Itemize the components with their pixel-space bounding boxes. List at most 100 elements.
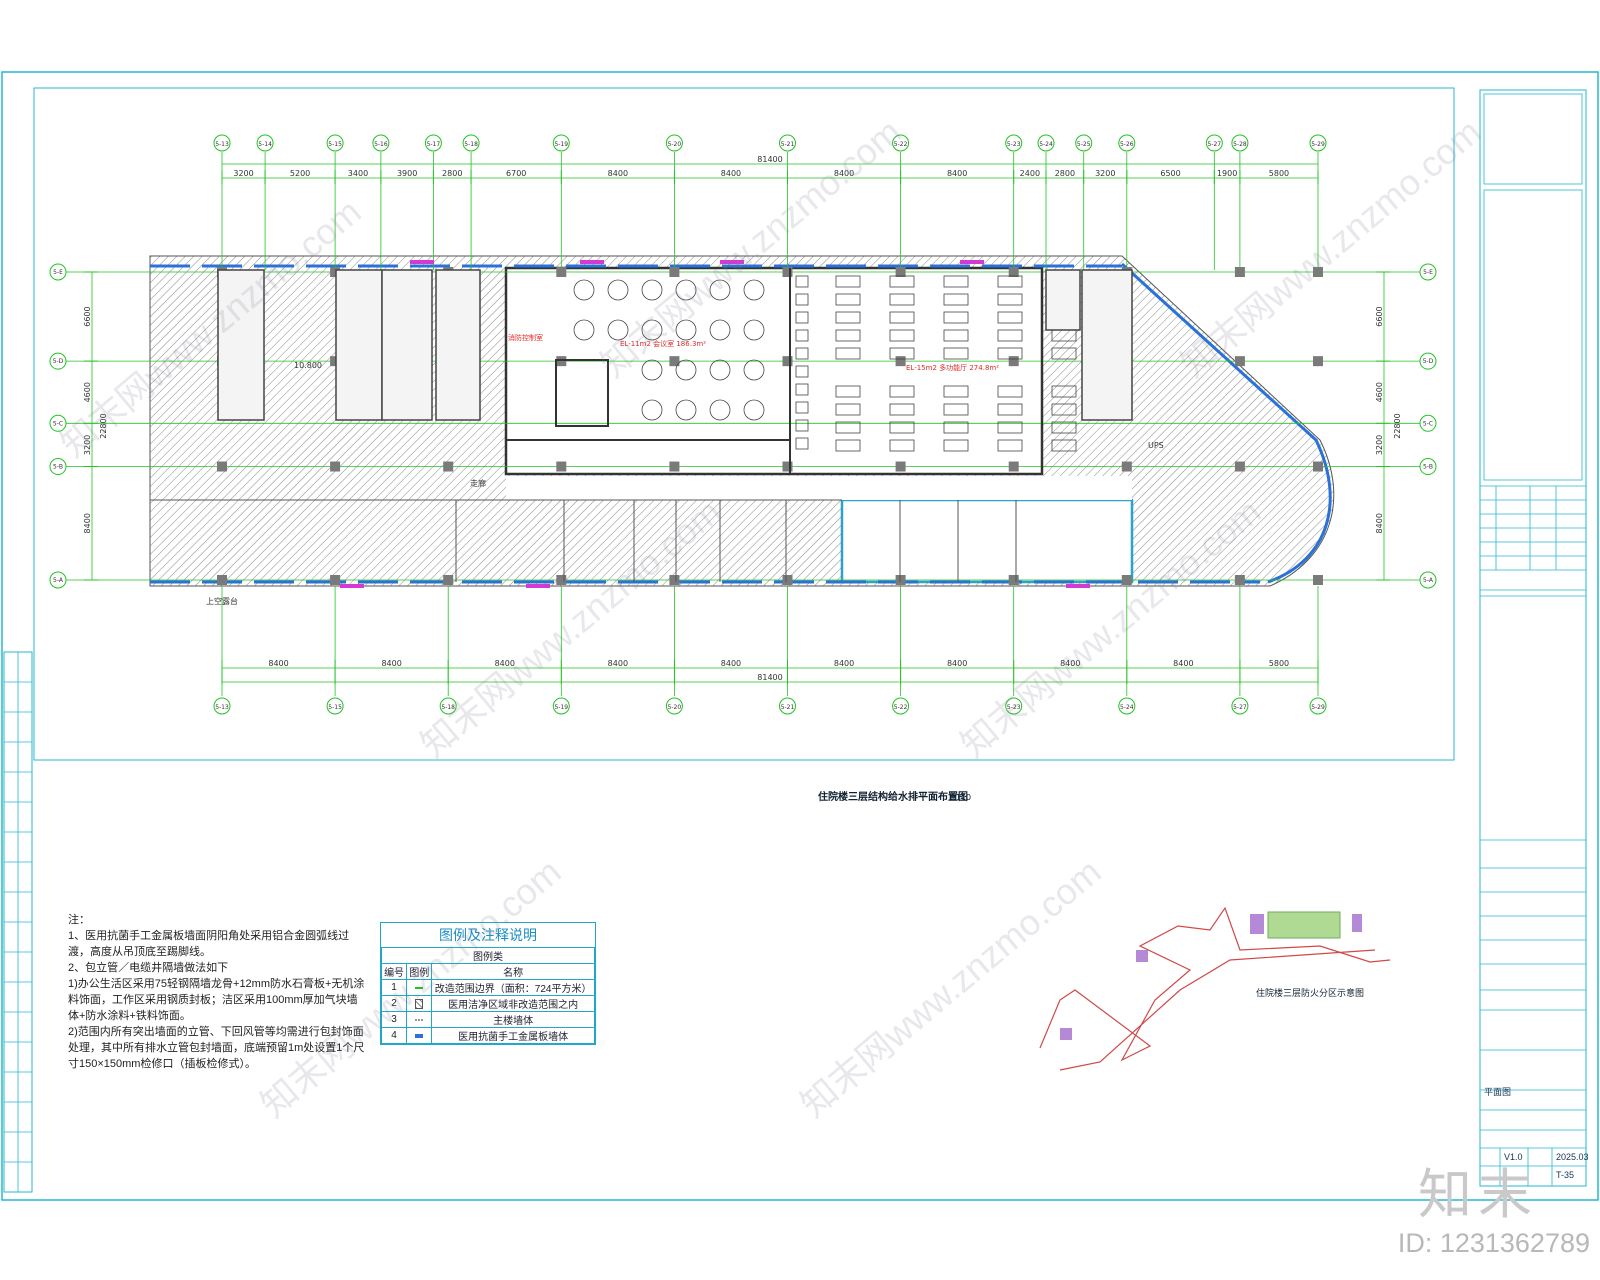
grid-label: 5-18 [441,704,455,711]
round-table [641,319,663,341]
desk [997,421,1023,434]
desk [997,403,1023,416]
dim-value: 1900 [1217,169,1237,178]
legend-desc: 主楼墙体 [431,1011,595,1028]
dim-value: 3200 [1375,435,1384,455]
dim-value: 8400 [381,659,401,668]
dim-value: 3200 [1095,169,1115,178]
round-table [573,279,595,301]
drawing-frame [33,87,1455,761]
legend-row: 1 改造范围边界（面积：724平方米） [380,979,595,996]
grid-label: 5-23 [1007,141,1021,148]
round-table [573,319,595,341]
dim-value: 8400 [268,659,288,668]
grid-bubble [1075,134,1093,152]
grid-bubble [256,134,274,152]
grid-bubble [1118,697,1136,715]
desk [835,421,861,434]
key-plan [1039,906,1391,1071]
dim-total: 22800 [1393,413,1402,438]
desk [889,293,915,306]
grid-bubble [1231,134,1249,152]
row-label: 5-B [1423,464,1433,471]
desk [835,311,861,324]
dim-value: 8400 [721,659,741,668]
legend-col-symbol: 图例 [406,963,433,980]
grid-bubble [779,697,797,715]
dim-value: 3400 [348,169,368,178]
room-label-terrace: 上空露台 [206,596,238,606]
dim-total: 22800 [99,413,108,438]
room-label-ups: UPS [1148,441,1164,450]
column [443,575,454,585]
desk [943,421,969,434]
desk [1051,385,1077,398]
round-table [607,279,629,301]
desk [795,329,809,342]
column [556,267,567,277]
column [895,575,906,585]
grid-label: 5-22 [894,704,908,711]
desk [835,439,861,452]
desk [889,311,915,324]
grid-label: 5-22 [894,141,908,148]
desk [795,419,809,432]
drawing-title: 住院楼三层结构给水排平面布置图 [818,790,968,803]
round-table [675,279,697,301]
tb-sheet-no: T-35 [1556,1170,1575,1180]
row-bubble [1419,414,1437,432]
column [217,461,227,472]
grid-bubble [1309,134,1327,152]
desk [943,293,969,306]
desk [835,385,861,398]
column [1313,267,1323,277]
column [330,356,341,367]
desk [795,275,809,288]
row-label: 5-B [53,464,63,471]
title-block-frame [1479,89,1587,1187]
column [217,575,227,585]
desk [997,311,1023,324]
dim-value: 6700 [506,169,526,178]
grid-label: 5-19 [554,704,568,711]
column [556,356,567,367]
grid-label: 5-28 [1233,141,1247,148]
dim-value: 8400 [834,659,854,668]
round-table [641,399,663,421]
round-table [743,319,765,341]
column [1234,267,1245,277]
row-label: 5-A [53,577,64,584]
dim-value: 4600 [83,382,92,402]
column [1008,267,1019,277]
key-plan-title: 住院楼三层防火分区示意图 [1256,987,1364,999]
column [1121,575,1132,585]
grid-label: 5-19 [554,141,568,148]
row-label: 5-E [53,269,63,276]
desk [997,347,1023,360]
grid-label: 5-27 [1233,704,1247,711]
column [1008,461,1019,472]
round-table [675,319,697,341]
legend-desc: 医用洁净区域非改造范围之内 [431,995,595,1012]
column [1313,575,1323,585]
column [1234,575,1245,585]
desk [1051,439,1077,452]
grid-bubble [552,134,570,152]
row-label: 5-A [1423,577,1434,584]
desk [943,275,969,288]
legend-header: 图例类 [381,947,595,964]
dim-value: 6500 [1160,169,1180,178]
desk [997,439,1023,452]
desk [889,421,915,434]
row-bubble [1419,458,1437,476]
dim-value: 4600 [1375,382,1384,402]
round-table [709,399,731,421]
desk [997,385,1023,398]
row-bubble [49,458,67,476]
door-tags [340,260,1090,588]
desk [889,385,915,398]
grid-bubble [326,134,344,152]
grid-bubble [213,134,231,152]
desk [835,403,861,416]
grid-bubble [1037,134,1055,152]
